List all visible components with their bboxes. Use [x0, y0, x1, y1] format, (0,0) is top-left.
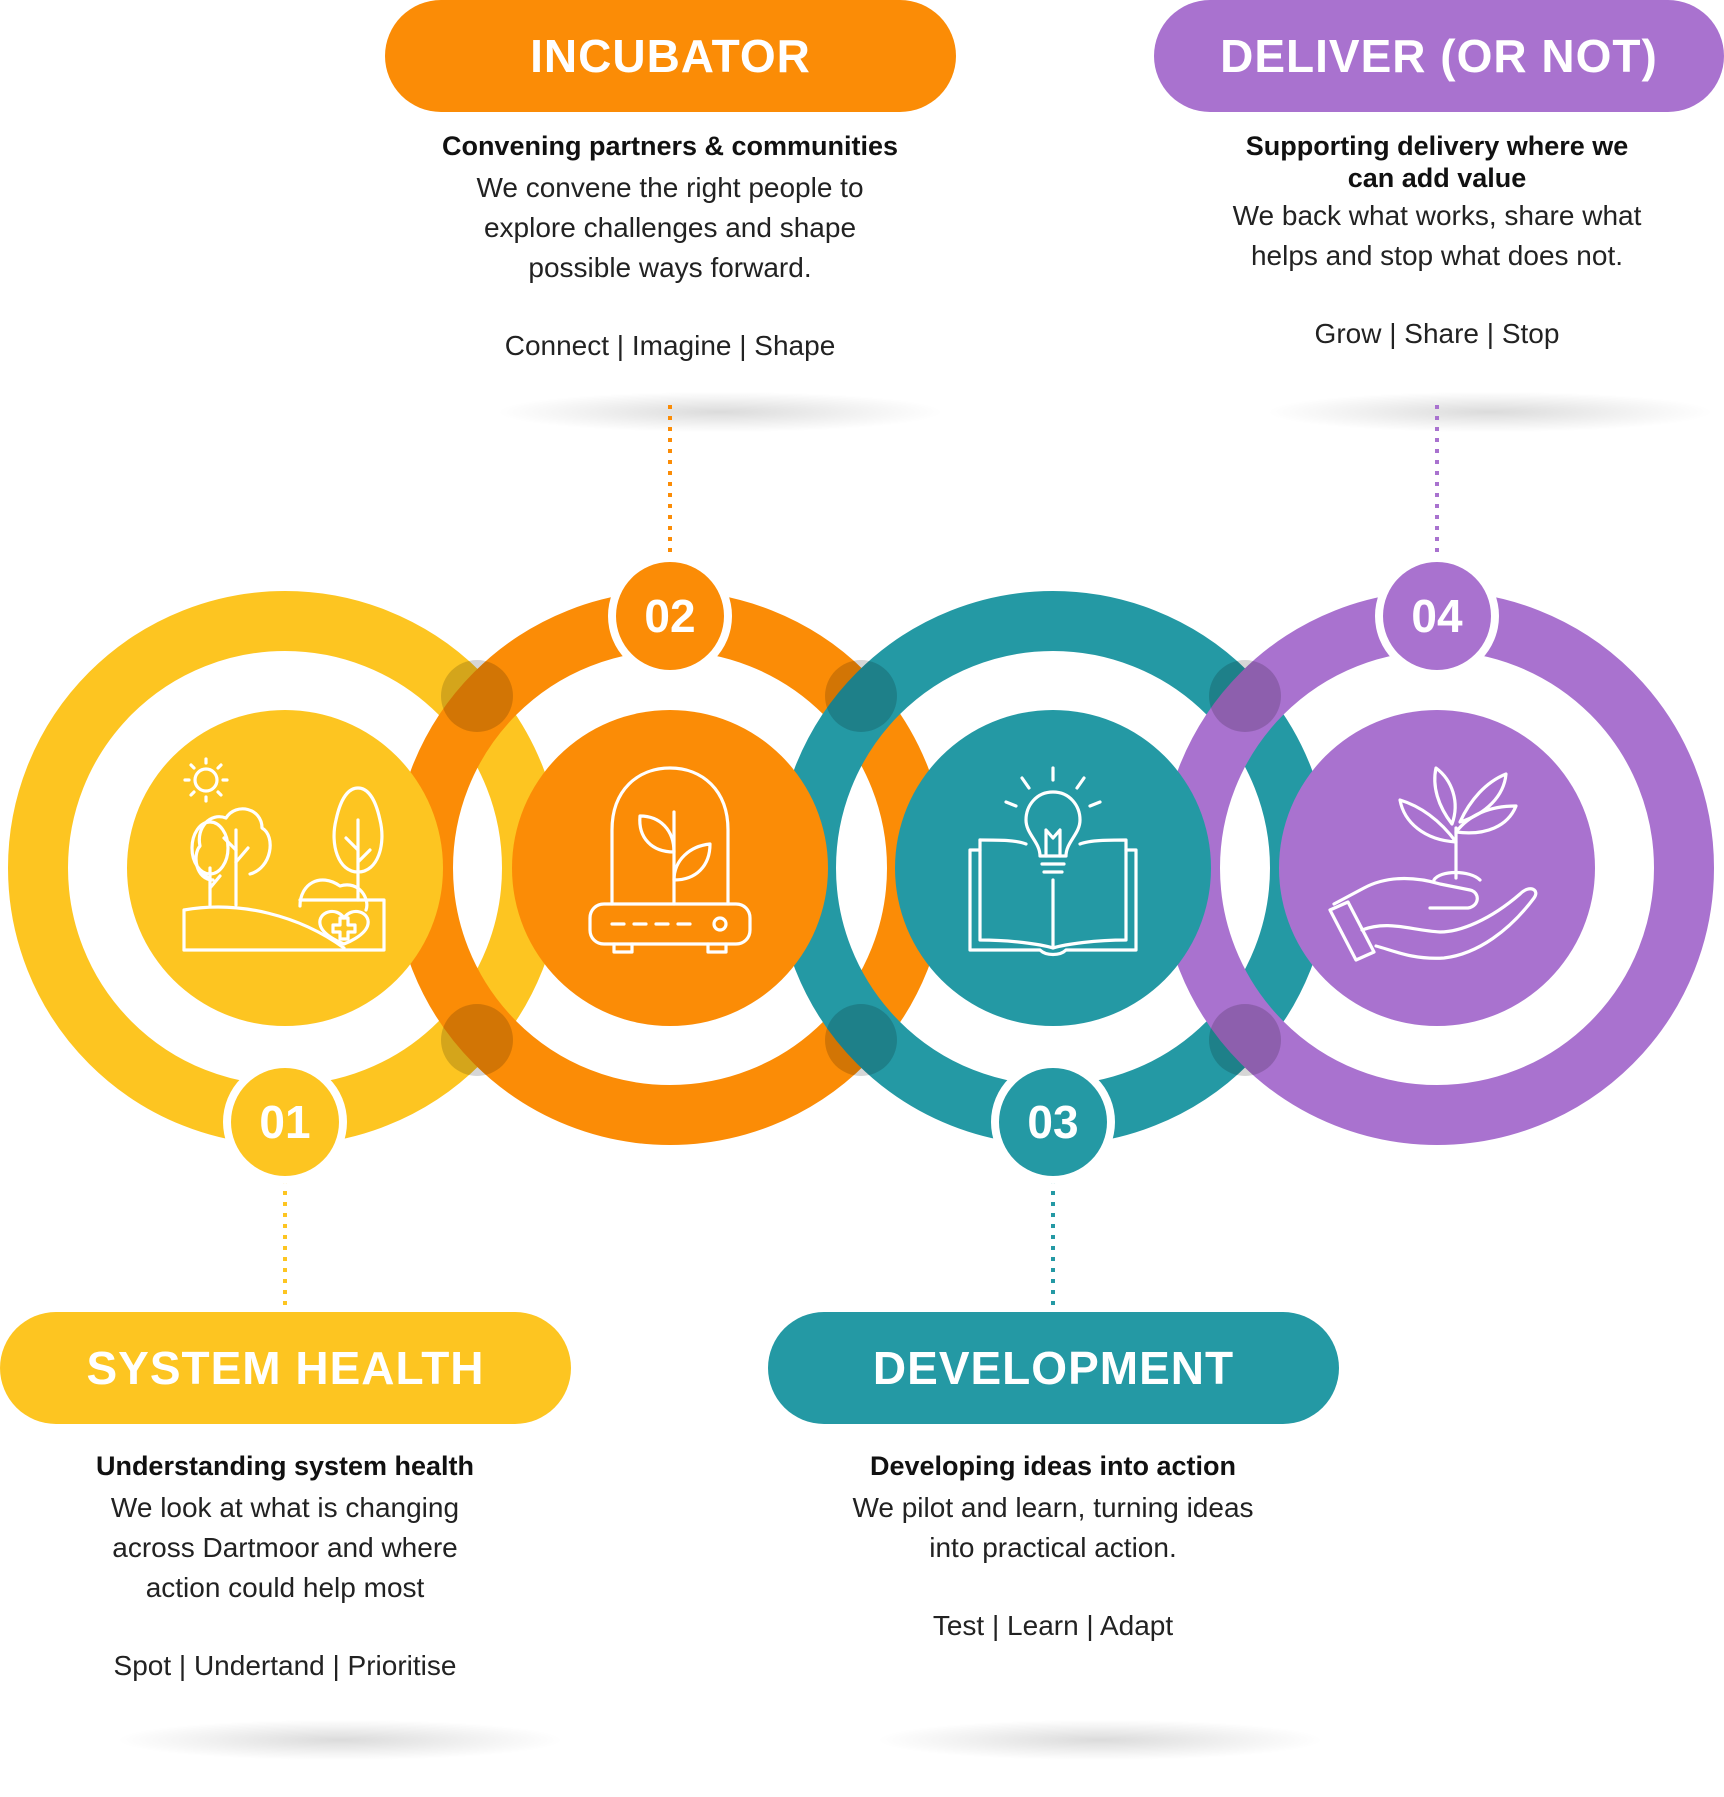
- badge-01-number: 01: [259, 1096, 310, 1148]
- stage-04-title-pill: DELIVER (OR NOT): [1154, 0, 1724, 112]
- stage-04-subtitle: Supporting delivery where we can add val…: [1167, 130, 1707, 194]
- stage-04-text: Supporting delivery where we can add val…: [1167, 130, 1707, 354]
- stage-04-body: We back what works, share what helps and…: [1167, 196, 1707, 276]
- stage-01-body-line: action could help most: [145, 1572, 425, 1603]
- badge-01: 01: [223, 1060, 347, 1184]
- stage-03-title-pill: DEVELOPMENT: [768, 1312, 1339, 1424]
- badge-02: 02: [608, 554, 732, 678]
- stage-03-text: Developing ideas into action We pilot an…: [783, 1450, 1323, 1646]
- landscape-health-icon: [182, 757, 386, 952]
- stage-02-subtitle: Convening partners & communities: [441, 131, 899, 161]
- stage-02-title-pill: INCUBATOR: [385, 0, 956, 112]
- badge-03-number: 03: [1027, 1096, 1078, 1148]
- stage-04-body-line: We back what works, share what: [1232, 200, 1642, 231]
- stage-04-subtitle-line: can add value: [1347, 163, 1527, 193]
- card-shadow-development: [880, 1720, 1320, 1760]
- stage-04-subtitle-line: Supporting delivery where we: [1245, 131, 1629, 161]
- stage-04-body-line: helps and stop what does not.: [1250, 240, 1624, 271]
- stage-02-body-line: explore challenges and shape: [483, 212, 857, 243]
- stage-03-subtitle: Developing ideas into action: [869, 1451, 1237, 1481]
- stage-01-body-line: across Dartmoor and where: [112, 1532, 458, 1563]
- stage-02-body: We convene the right people to explore c…: [400, 168, 940, 288]
- overlap-shade: [1209, 1004, 1281, 1076]
- stage-04-tags: Grow | Share | Stop: [1314, 318, 1560, 349]
- badge-02-number: 02: [644, 590, 695, 642]
- overlap-shade: [441, 660, 513, 732]
- stage-02-title: INCUBATOR: [530, 30, 811, 82]
- stage-01-subtitle: Understanding system health: [95, 1451, 475, 1481]
- stage-01-body: We look at what is changing across Dartm…: [15, 1488, 555, 1608]
- badge-04-number: 04: [1411, 590, 1463, 642]
- stage-03-tags: Test | Learn | Adapt: [932, 1610, 1174, 1641]
- stage-03-title: DEVELOPMENT: [872, 1342, 1235, 1394]
- stage-03-body-line: We pilot and learn, turning ideas: [852, 1492, 1254, 1523]
- stage-01-text: Understanding system health We look at w…: [15, 1450, 555, 1686]
- disc-01: [127, 710, 443, 1026]
- stage-04-title: DELIVER (OR NOT): [1220, 30, 1658, 82]
- stage-01-title: SYSTEM HEALTH: [86, 1342, 485, 1394]
- hand-seedling-icon: [1328, 766, 1538, 962]
- stage-01-tags: Spot | Undertand | Prioritise: [113, 1650, 457, 1681]
- badge-04: 04: [1375, 554, 1499, 678]
- stage-02-body-line: We convene the right people to: [476, 172, 864, 203]
- stage-02-tags: Connect | Imagine | Shape: [504, 330, 836, 361]
- stage-01-body-line: We look at what is changing: [110, 1492, 460, 1523]
- badge-03: 03: [991, 1060, 1115, 1184]
- disc-03: [895, 710, 1211, 1026]
- book-lightbulb-icon: [968, 766, 1138, 957]
- stage-03-body: We pilot and learn, turning ideas into p…: [783, 1488, 1323, 1568]
- overlap-shade: [1209, 660, 1281, 732]
- overlap-shade: [441, 1004, 513, 1076]
- stage-02-body-line: possible ways forward.: [528, 252, 812, 283]
- card-shadow-system-health: [120, 1720, 560, 1760]
- stage-01-title-pill: SYSTEM HEALTH: [0, 1312, 571, 1424]
- disc-02: [512, 710, 828, 1026]
- stage-02-text: Convening partners & communities We conv…: [400, 130, 940, 366]
- disc-04: [1279, 710, 1595, 1026]
- card-shadow-deliver: [1270, 392, 1710, 432]
- stage-03-body-line: into practical action.: [929, 1532, 1177, 1563]
- overlap-shade: [825, 1004, 897, 1076]
- overlap-shade: [825, 660, 897, 732]
- card-shadow-incubator: [500, 392, 940, 432]
- plant-incubator-icon: [588, 766, 752, 954]
